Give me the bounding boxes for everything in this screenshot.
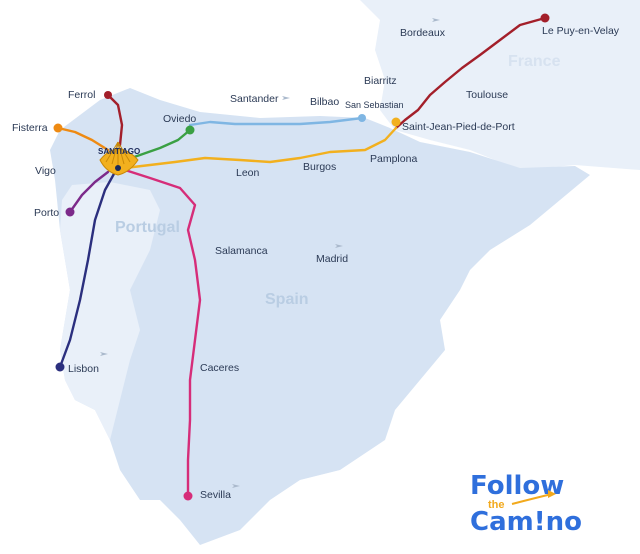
route-ingles	[106, 93, 124, 147]
city-label-fisterra: Fisterra	[12, 122, 48, 134]
city-label-santander: Santander	[230, 93, 279, 105]
city-label-vigo: Vigo	[35, 165, 56, 177]
city-label-bordeaux: Bordeaux	[400, 27, 446, 39]
route-frances	[123, 126, 398, 170]
city-label-toulouse: Toulouse	[466, 89, 508, 101]
santiago-shell-icon[interactable]	[99, 141, 139, 176]
city-label-san-sebastian: San Sebastian	[345, 100, 404, 110]
airplane-icon	[232, 484, 240, 488]
marker-fisterra[interactable]	[53, 123, 63, 133]
route-le-puy	[394, 16, 547, 130]
city-label-madrid: Madrid	[316, 253, 348, 265]
city-label-porto: Porto	[34, 207, 59, 219]
route-portugues	[68, 170, 110, 214]
city-label-bilbao: Bilbao	[310, 96, 339, 108]
marker-saint-jean[interactable]	[391, 117, 401, 127]
logo-line-camino: Cam!no	[470, 507, 582, 537]
marker-oviedo[interactable]	[185, 125, 195, 135]
city-label-sevilla: Sevilla	[200, 489, 231, 501]
city-label-le-puy: Le Puy-en-Velay	[542, 25, 620, 37]
route-norte	[188, 116, 364, 127]
airplane-icon	[432, 18, 440, 22]
city-label-oviedo: Oviedo	[163, 113, 196, 125]
city-label-salamanca: Salamanca	[215, 245, 268, 257]
city-label-saint-jean: Saint-Jean-Pied-de-Port	[402, 121, 515, 133]
marker-san-sebastian[interactable]	[358, 114, 366, 122]
marker-porto[interactable]	[65, 207, 75, 217]
city-label-biarritz: Biarritz	[364, 75, 397, 87]
follow-the-camino-logo[interactable]: Follow the Cam!no	[470, 471, 582, 537]
country-label-france: France	[508, 53, 561, 70]
hub-label-santiago: SANTIAGO	[98, 147, 140, 156]
country-label-portugal: Portugal	[115, 219, 180, 236]
marker-le-puy[interactable]	[540, 13, 550, 23]
france-landmass	[360, 0, 640, 170]
marker-ferrol[interactable]	[104, 91, 112, 99]
city-label-pamplona: Pamplona	[370, 153, 417, 165]
country-label-spain: Spain	[265, 291, 309, 308]
airplane-icon	[335, 244, 343, 248]
iberia-landmass	[50, 88, 590, 545]
route-fisterra	[56, 126, 110, 152]
portugal-landmass	[60, 182, 160, 440]
city-label-lisbon: Lisbon	[68, 363, 99, 375]
logo-arrow-icon	[548, 490, 556, 498]
marker-sevilla[interactable]	[183, 491, 193, 501]
route-portugues-lisbon	[58, 170, 117, 369]
route-via-de-la-plata	[123, 168, 202, 498]
city-label-leon: Leon	[236, 167, 260, 179]
airplane-icons	[100, 18, 440, 488]
city-label-ferrol: Ferrol	[68, 89, 95, 101]
marker-lisbon[interactable]	[55, 362, 65, 372]
airplane-icon	[282, 96, 290, 100]
city-label-caceres: Caceres	[200, 362, 239, 374]
airplane-icon	[100, 352, 108, 356]
city-label-burgos: Burgos	[303, 161, 336, 173]
logo-line-the: the	[488, 499, 505, 511]
